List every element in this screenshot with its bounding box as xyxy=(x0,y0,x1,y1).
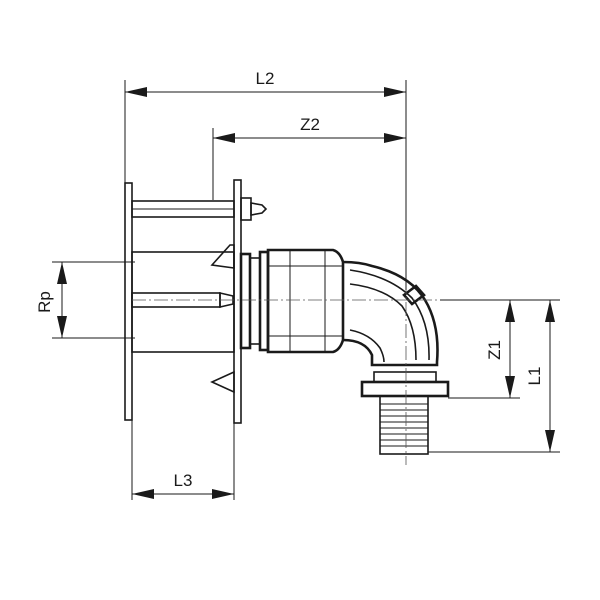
dimension-l1: L1 xyxy=(525,300,555,452)
arrow-left-icon xyxy=(213,133,235,143)
dimension-l2: L2 xyxy=(125,69,406,97)
arrow-left-icon xyxy=(132,489,154,499)
dimension-label-l1: L1 xyxy=(525,367,544,386)
arrow-down-icon xyxy=(57,316,67,338)
dimension-l3: L3 xyxy=(132,471,234,499)
elbow-fitting xyxy=(342,260,450,455)
extension-lines xyxy=(52,80,560,500)
wall-mounting-plate xyxy=(124,179,268,424)
dimension-z1: Z1 xyxy=(485,300,515,398)
arrow-down-icon xyxy=(545,430,555,452)
dimension-label-l3: L3 xyxy=(174,471,193,490)
dimension-z2: Z2 xyxy=(213,115,406,143)
dimension-label-z1: Z1 xyxy=(485,340,504,360)
arrow-right-icon xyxy=(212,489,234,499)
dimension-label-z2: Z2 xyxy=(300,115,320,134)
arrow-down-icon xyxy=(505,376,515,398)
dimension-rp: Rp xyxy=(35,262,67,338)
arrow-right-icon xyxy=(384,87,406,97)
dimension-label-rp: Rp xyxy=(35,291,54,313)
arrow-left-icon xyxy=(125,87,147,97)
arrow-right-icon xyxy=(384,133,406,143)
arrow-up-icon xyxy=(505,300,515,322)
arrow-up-icon xyxy=(545,300,555,322)
center-lines xyxy=(132,280,440,465)
arrow-up-icon xyxy=(57,262,67,284)
dimension-label-l2: L2 xyxy=(256,69,275,88)
union-nut xyxy=(239,248,345,354)
